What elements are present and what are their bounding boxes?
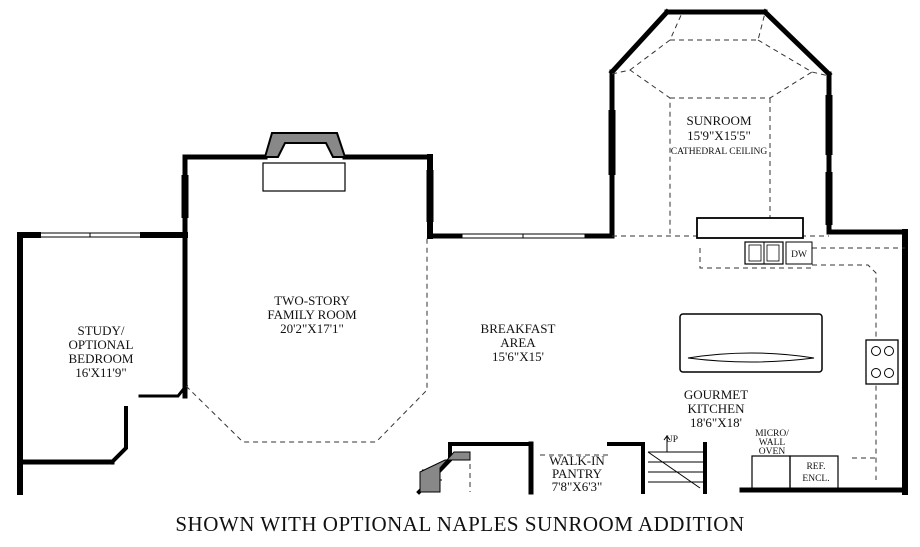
wall-oven <box>751 455 791 491</box>
study-dims: 16'X11'9" <box>75 365 126 380</box>
study-name-3: BEDROOM <box>68 351 133 366</box>
study-name-2: OPTIONAL <box>69 337 134 352</box>
kitchen-fixtures <box>679 217 899 491</box>
fireplace <box>262 132 347 192</box>
ref-label-2: ENCL. <box>802 474 829 484</box>
pantry-name-2: PANTRY <box>552 466 603 481</box>
micro-label-1: MICRO/ <box>755 429 789 439</box>
breakfast-name-1: BREAKFAST <box>481 321 556 336</box>
micro-label-3: OVEN <box>759 447 786 457</box>
stairs <box>419 435 705 493</box>
ref-label-1: REF. <box>806 462 825 472</box>
pantry-stair-shading <box>419 451 471 493</box>
fixture-labels: DW UP MICRO/ WALL OVEN REF. ENCL. <box>666 250 830 484</box>
kitchen-island <box>679 313 823 373</box>
study-name-1: STUDY/ <box>78 323 125 338</box>
kitchen-name-1: GOURMET <box>684 387 748 402</box>
family-room-name-1: TWO-STORY <box>274 293 350 308</box>
dishwasher-icon <box>785 241 813 265</box>
ref-enclosure <box>789 455 839 491</box>
pantry-name-1: WALK-IN <box>549 453 605 468</box>
breakfast-name-2: AREA <box>500 335 536 350</box>
kitchen-name-2: KITCHEN <box>687 401 745 416</box>
family-room-dims: 20'2"X17'1" <box>280 321 344 336</box>
sunroom-dims: 15'9"X15'5" <box>687 128 751 143</box>
sunroom-name: SUNROOM <box>686 113 751 128</box>
cooktop-icon <box>865 339 899 385</box>
windows <box>38 9 833 239</box>
plan-caption: SHOWN WITH OPTIONAL NAPLES SUNROOM ADDIT… <box>175 512 744 536</box>
family-room-name-2: FAMILY ROOM <box>267 307 357 322</box>
dishwasher-label: DW <box>791 250 807 260</box>
room-labels: SUNROOM 15'9"X15'5" CATHEDRAL CEILING TW… <box>68 113 767 494</box>
pantry-dims: 7'8"X6'3" <box>552 479 603 494</box>
sunroom-note: CATHEDRAL CEILING <box>671 147 768 157</box>
walls <box>17 8 908 495</box>
stairs-up-label: UP <box>666 435 678 445</box>
breakfast-dims: 15'6"X15' <box>492 349 544 364</box>
kitchen-dims: 18'6"X18' <box>690 415 742 430</box>
micro-label-2: WALL <box>759 438 786 448</box>
